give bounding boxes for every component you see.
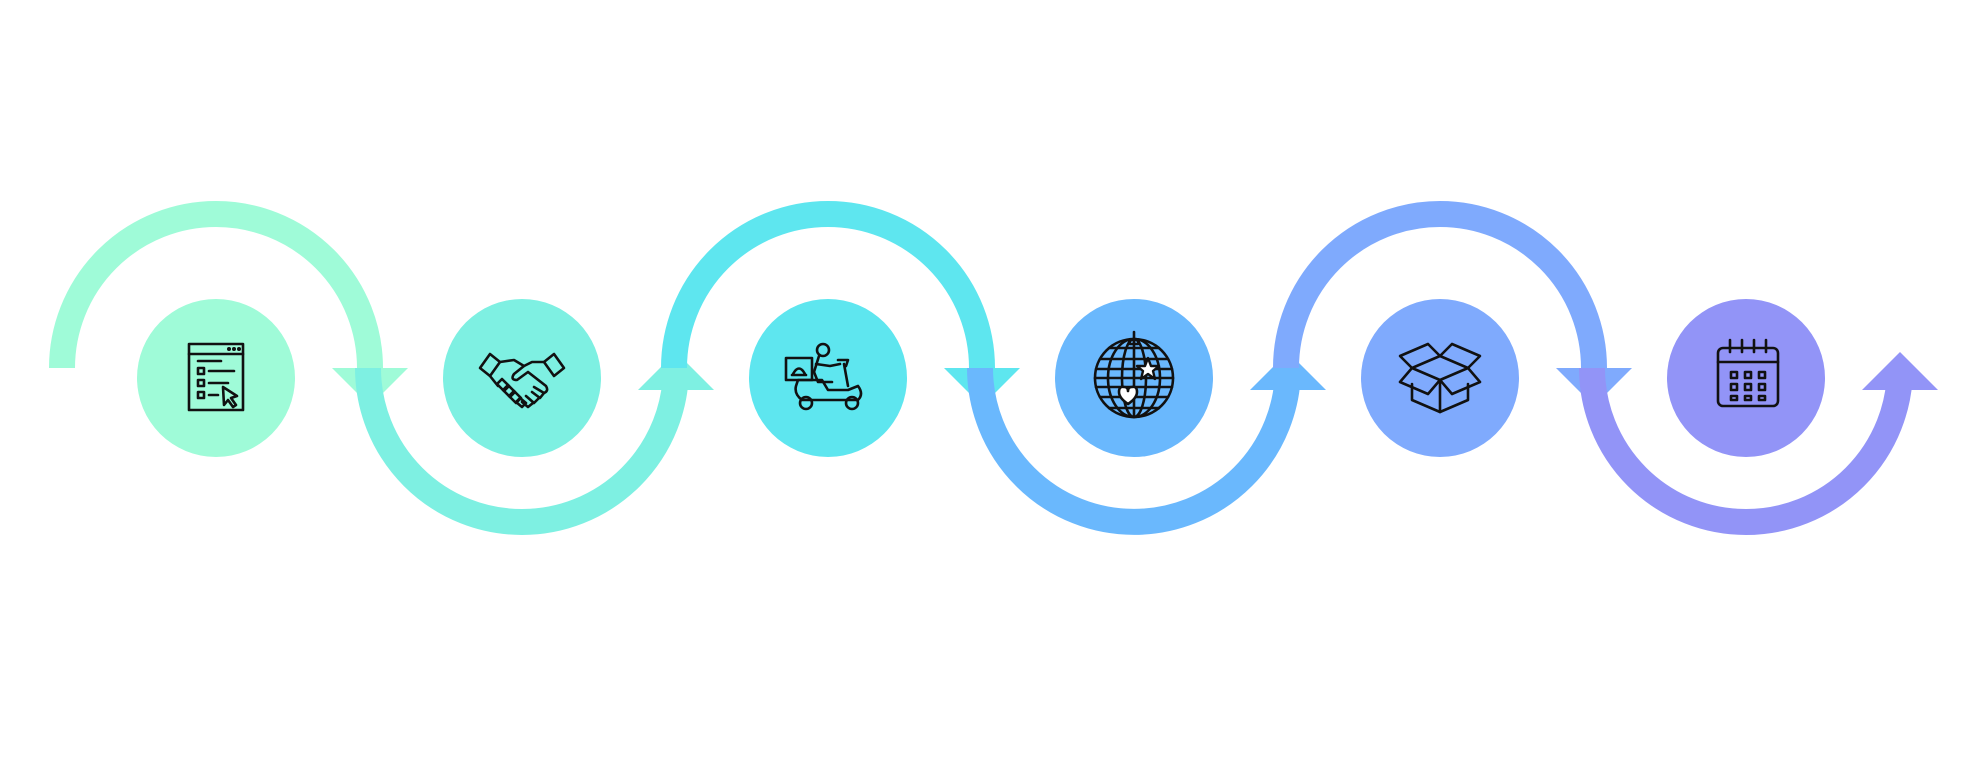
arrows-layer [49,201,1938,535]
calendar-icon [1716,338,1780,408]
web-form-checklist-icon [187,342,245,412]
flow-arc [1273,201,1607,369]
icons-layer [187,330,1780,419]
open-box-icon [1398,342,1482,414]
step-circle [749,299,907,457]
step-circle [443,299,601,457]
flow-arc [661,201,995,369]
steps-layer [137,299,1825,457]
flow-arc [355,367,689,535]
step-circle [1361,299,1519,457]
step-circle [137,299,295,457]
arrowhead-up-icon [638,352,714,390]
flow-arc [1579,367,1913,535]
delivery-scooter-icon [784,342,863,411]
handshake-icon [478,352,566,409]
flow-arc [49,201,383,369]
flow-arc [967,367,1301,535]
disco-globe-icon [1093,330,1175,419]
arrowhead-up-icon [1862,352,1938,390]
arrowhead-up-icon [1250,352,1326,390]
